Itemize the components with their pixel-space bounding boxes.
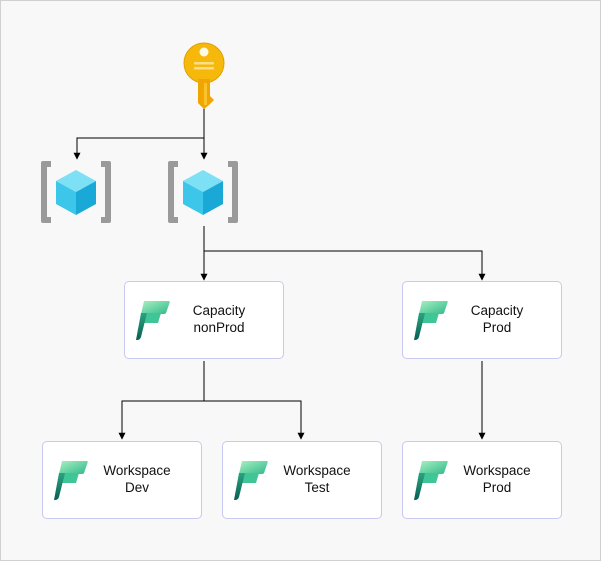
node-capacity-nonprod[interactable]: Capacity nonProd [124,281,284,359]
node-label: Workspace Test [283,463,351,495]
fabric-icon [414,461,448,500]
resource-group-icon [168,161,238,223]
node-label: Capacity Prod [470,303,524,335]
fabric-icon [54,461,88,500]
edge-key-to-rg-left [73,108,205,160]
node-workspace-prod[interactable]: Workspace Prod [402,441,562,519]
node-label: Workspace Dev [103,463,171,495]
fabric-icon [414,301,448,340]
node-capacity-prod[interactable]: Capacity Prod [402,281,562,359]
node-workspace-dev[interactable]: Workspace Dev [42,441,202,519]
edge-nonprod-to-workspace-test [204,400,305,440]
fabric-icon [234,461,268,500]
node-label: Capacity nonProd [192,303,246,335]
edge-rg-to-capacity-prod [204,250,486,281]
fabric-icon [136,301,170,340]
node-workspace-test[interactable]: Workspace Test [222,441,382,519]
node-label: Workspace Prod [463,463,531,495]
resource-group-icon [41,161,111,223]
key-icon [183,42,225,109]
edge-nonprod-to-workspace-dev [118,361,205,440]
